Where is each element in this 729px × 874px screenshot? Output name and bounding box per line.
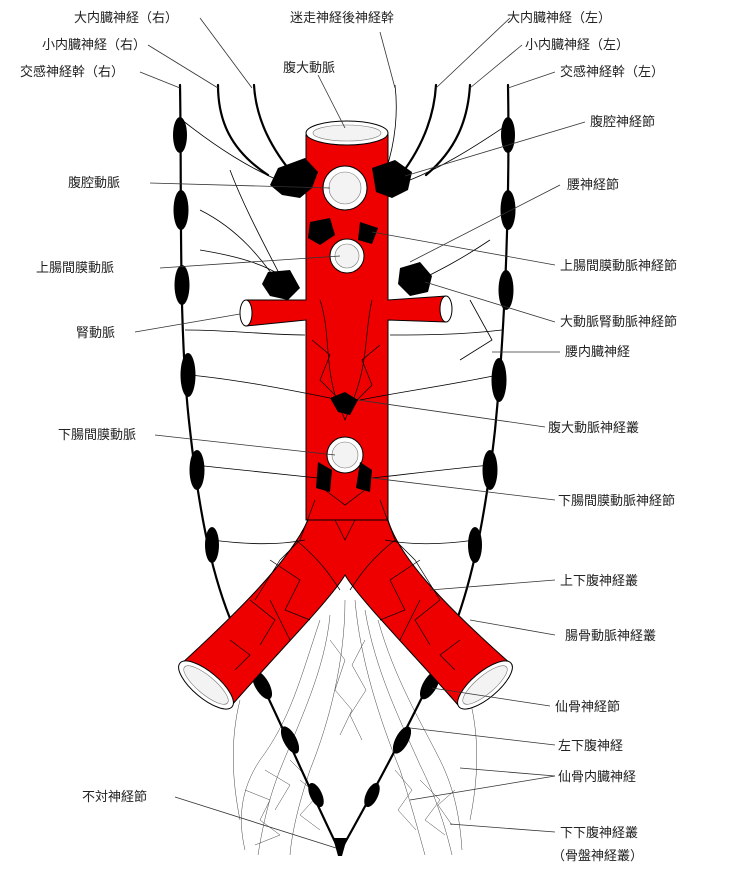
label-celiac-artery: 腹腔動脈 — [68, 175, 120, 191]
label-greater-splanchnic-right: 大内臓神経（右） — [74, 10, 178, 26]
label-greater-splanchnic-left: 大内臓神経（左） — [507, 10, 611, 26]
label-vagus-posterior-trunk: 迷走神経後神経幹 — [290, 10, 394, 26]
label-lesser-splanchnic-right: 小内臓神経（右） — [42, 37, 146, 53]
label-celiac-ganglion: 腹腔神経節 — [590, 114, 655, 130]
aorticorenal-ganglion-right — [262, 270, 300, 300]
label-sacral-ganglion: 仙骨神経節 — [555, 700, 620, 715]
label-lesser-splanchnic-left: 小内臓神経（左） — [525, 37, 629, 53]
label-ganglion-impar: 不対神経節 — [82, 790, 147, 805]
label-iliac-plexus: 腸骨動脈神経叢 — [565, 629, 656, 644]
label-aorticorenal-ganglion: 大動脈腎動脈神経節 — [560, 315, 677, 330]
label-lumbar-ganglion: 腰神経節 — [567, 178, 619, 193]
label-sacral-splanchnic: 仙骨内臓神経 — [558, 769, 636, 785]
label-abdominal-aortic-plexus: 腹大動脈神経叢 — [548, 420, 639, 436]
label-superior-mesenteric-ganglion: 上腸間膜動脈神経節 — [560, 259, 677, 274]
label-superior-mesenteric-artery: 上腸間膜動脈 — [36, 261, 114, 276]
label-abdominal-aorta: 腹大動脈 — [283, 60, 335, 76]
label-pelvic-plexus: （骨盤神経叢） — [552, 849, 643, 864]
label-sympathetic-trunk-left: 交感神経幹（左） — [560, 64, 664, 80]
aorticorenal-ganglion-left — [398, 262, 432, 296]
label-superior-hypogastric-plexus: 上下腹神経叢 — [560, 573, 638, 589]
label-renal-artery: 腎動脈 — [76, 326, 115, 341]
label-sympathetic-trunk-right: 交感神経幹（右） — [20, 64, 124, 80]
label-inferior-mesenteric-ganglion: 下腸間膜動脈神経節 — [558, 494, 675, 509]
ganglion-impar-shape — [333, 838, 347, 856]
label-inferior-hypogastric-plexus: 下下腹神経叢 — [560, 825, 638, 841]
label-left-hypogastric-nerve: 左下腹神経 — [558, 738, 623, 754]
label-inferior-mesenteric-artery: 下腸間膜動脈 — [58, 428, 136, 443]
label-lumbar-splanchnic: 腰内臓神経 — [565, 344, 630, 360]
